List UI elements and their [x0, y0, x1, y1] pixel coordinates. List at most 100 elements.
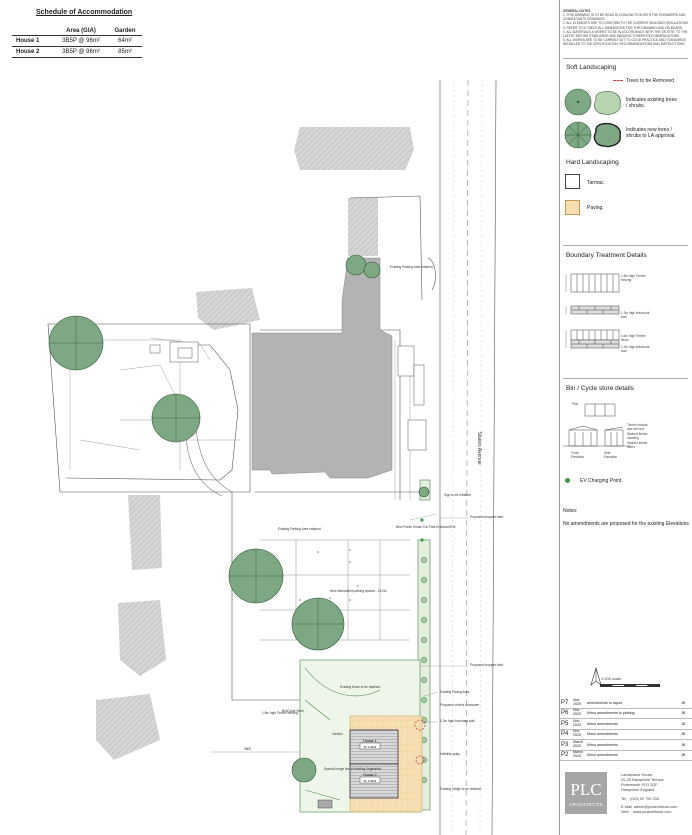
label-boundary-wall: 1.2m high boundary wall: [440, 719, 475, 723]
house-2-label: House 2: [363, 773, 376, 777]
boundary-label-4: 1.2m high brickwork wall: [621, 345, 650, 354]
table-cell: 85m²: [108, 46, 142, 58]
label-crossover: Proposed vehicle crossover: [440, 703, 480, 707]
bin-note-1: Timber boards and felt roof: [627, 423, 648, 432]
rev-desc: Minor amendments to parking: [586, 708, 680, 719]
schedule-header: Area (GIA): [54, 27, 108, 36]
shrub-icon: [594, 91, 621, 115]
schedule-title: Schedule of Accommodation: [36, 9, 133, 16]
table-cell: 64m²: [108, 35, 142, 47]
revision-table: P7 Nov 2020 amendments to layout JB P6 N…: [560, 698, 692, 761]
note-line: INSTALLED TO THE SPECIFICATION, RECOMMEN…: [563, 42, 686, 47]
existing-building: [251, 257, 393, 479]
neighbour-building: [118, 600, 166, 676]
email-label: E-Mail: [621, 804, 632, 809]
rev-sig: JB: [680, 750, 692, 761]
trees-removed-label: Trees to be Removed: [626, 78, 674, 84]
label-parking-retained: Existing Parking Area retained: [390, 265, 433, 269]
existing-tree-swatches: [564, 88, 621, 116]
label-bin-store: Bin/Cycle Store: [282, 709, 304, 713]
label-public-house: New Public House Car Park Entrance/Exit: [396, 525, 455, 529]
neighbour-building: [196, 288, 260, 330]
label-fence-retained: Existing fence to be retained: [340, 685, 380, 689]
ev-label: EV Charging Point.: [580, 478, 623, 484]
site-plan: Stakes Avenue House 1 PL 1.0004 House 2 …: [47, 79, 504, 835]
rev-date: March 2020: [572, 750, 586, 761]
boundary-title: Boundary Treatment Details: [566, 252, 647, 259]
label-vegetation: Special hedge line of existing Vegetatio…: [324, 767, 381, 771]
rev-date: Nov 2020: [572, 718, 586, 730]
label-dropped-kerb-1: Proposed dropped kerb: [470, 515, 504, 519]
rev-desc: Minor amendments: [586, 718, 680, 730]
shrub-icon: [593, 122, 621, 148]
new-trees-label: Indicates new trees / shrubs to LA appro…: [626, 127, 676, 140]
rev-sig: JB: [680, 729, 692, 740]
rev-date: Nov 2020: [572, 698, 586, 709]
rev-sig: JB: [680, 708, 692, 719]
rev-code: P6: [560, 708, 572, 719]
rev-desc: Minor amendments: [586, 750, 680, 761]
boundary-details: [565, 273, 620, 349]
table-cell: 3B5P @ 96m²: [54, 35, 108, 47]
label-dim: 2800: [244, 747, 251, 751]
tel-label: Tel.: [621, 796, 627, 801]
tree-icon: [363, 261, 381, 279]
table-cell: House 1: [12, 35, 54, 47]
north-arrow-icon: [590, 667, 602, 686]
scale-bar: [600, 684, 660, 687]
trees-removed-swatch: [613, 80, 623, 81]
house-1-label: House 1: [363, 739, 376, 743]
neighbour-building: [128, 495, 162, 570]
table-row: House 1 3B5P @ 96m² 64m²: [12, 35, 142, 47]
boundary-label-3: 0.6m high Timber fence: [621, 334, 646, 343]
paving-label: Paving.: [587, 205, 604, 211]
notes-title: Notes:: [563, 508, 578, 514]
note-line: 4. ALL MATERIALS & WORKS TO BE IN ACCORD…: [563, 29, 688, 34]
bin-plan-label: Plan: [572, 402, 579, 406]
rev-desc: Minor amendments: [586, 739, 680, 751]
paving-swatch: [565, 200, 580, 215]
general-notes: GENERAL NOTES 1. THIS DRAWING IS TO BE R…: [563, 9, 689, 46]
rev-sig: JB: [680, 698, 692, 709]
existing-trees-label: Indicates existing trees / shrubs.: [626, 97, 677, 110]
bin-front-label: Front Elevation: [571, 451, 585, 460]
label-new-spaces: New dismantled parking spaces - 16 No.: [330, 589, 387, 593]
note-line: LATEST BRITISH STANDARDS AND MANUFACTURE…: [563, 33, 680, 38]
tree-icon: [345, 254, 367, 276]
neighbour-building: [348, 198, 378, 256]
note-line: 1. THIS DRAWING IS TO BE READ IN CONJUNC…: [563, 13, 686, 18]
table-row: P5 Nov 2020 Minor amendments JB: [560, 718, 692, 730]
address-line: Hampshire England: [621, 787, 655, 792]
schedule-header: Garden: [108, 27, 142, 36]
boundary-label-1: 1.8m high Timber fencing: [621, 274, 646, 283]
bin-note-3: Stained timber doors: [627, 441, 648, 450]
general-notes-title: GENERAL NOTES: [563, 9, 591, 13]
house-2-ref: PL 1.0004: [364, 779, 377, 783]
web-link[interactable]: www.plcarchitects.com: [632, 809, 672, 814]
rev-date: Nov 2020: [572, 729, 586, 740]
company-address: Lansdowne House 20-26 Hampshire Terrace …: [621, 773, 691, 814]
label-garden: Garden: [332, 732, 343, 736]
bin-side-label: Side Elevation: [604, 451, 618, 460]
table-row: P7 Nov 2020 amendments to layout JB: [560, 698, 692, 709]
road-name: Stakes Avenue: [476, 431, 482, 464]
label-sign: Sign to be retained: [444, 493, 471, 497]
scale-label: 1:200 scale: [601, 676, 622, 681]
schedule-table: Area (GIA) Garden House 1 3B5P @ 96m² 64…: [12, 27, 142, 58]
address-line: Portsmouth PO1 2QF: [621, 782, 658, 787]
label-dropped-kerb-2: Proposed dropped kerb: [470, 663, 504, 667]
label-paving-area: Existing Paving Area: [440, 690, 469, 694]
soft-landscaping-title: Soft Landscaping: [566, 64, 617, 71]
house-1-ref: PL 1.0004: [364, 745, 377, 749]
rev-desc: amendments to layout: [586, 698, 680, 709]
table-row: House 2 3B5P @ 96m² 85m²: [12, 46, 142, 58]
email-link[interactable]: admin@plcarchitects.com: [633, 804, 678, 809]
tarmac-label: Tarmac.: [587, 180, 605, 186]
logo-subtext: ARCHITECTS: [569, 802, 603, 807]
label-parking-area: Existing Parking Area retained: [278, 527, 321, 531]
address-line: 20-26 Hampshire Terrace: [621, 777, 664, 782]
rev-code: P4: [560, 729, 572, 740]
rev-code: P3: [560, 739, 572, 751]
table-row: P3 March 2020 Minor amendments JB: [560, 739, 692, 751]
company-logo: PLC ARCHITECTS: [565, 772, 607, 814]
